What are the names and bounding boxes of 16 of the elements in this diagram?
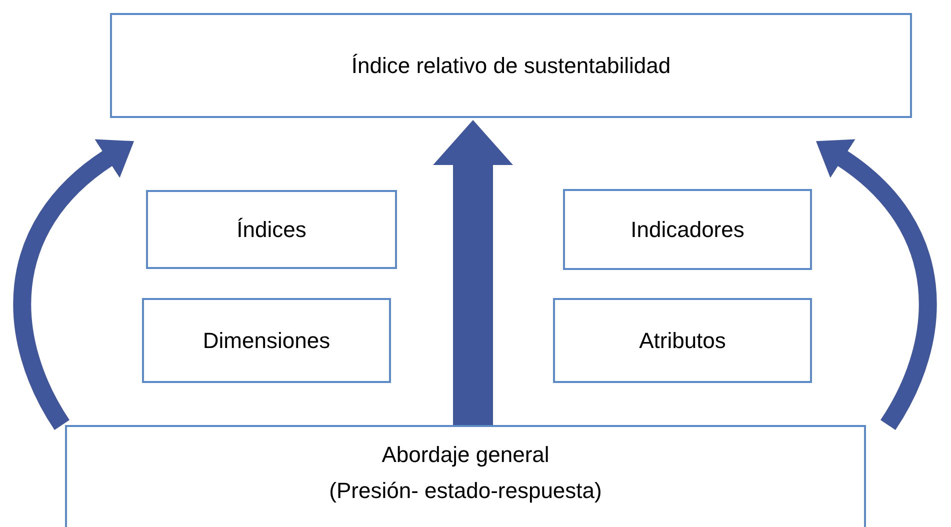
text-box [563,189,812,270]
text-box [146,190,397,269]
box-label: Indicadores [630,216,744,244]
arrow [13,140,133,430]
arrow [433,120,513,425]
box-label: Dimensiones [202,326,330,354]
box-label: Índices [236,216,306,244]
box-label: Abordaje general [382,441,550,469]
text-box [65,425,866,527]
text-box [110,13,912,118]
box-label: Índice relativo de sustentabilidad [351,52,671,80]
box-label: (Presión- estado-respuesta) [329,477,602,505]
text-box [553,298,812,383]
box-label: Atributos [639,326,726,354]
text-box [142,298,391,383]
arrow [817,140,937,430]
